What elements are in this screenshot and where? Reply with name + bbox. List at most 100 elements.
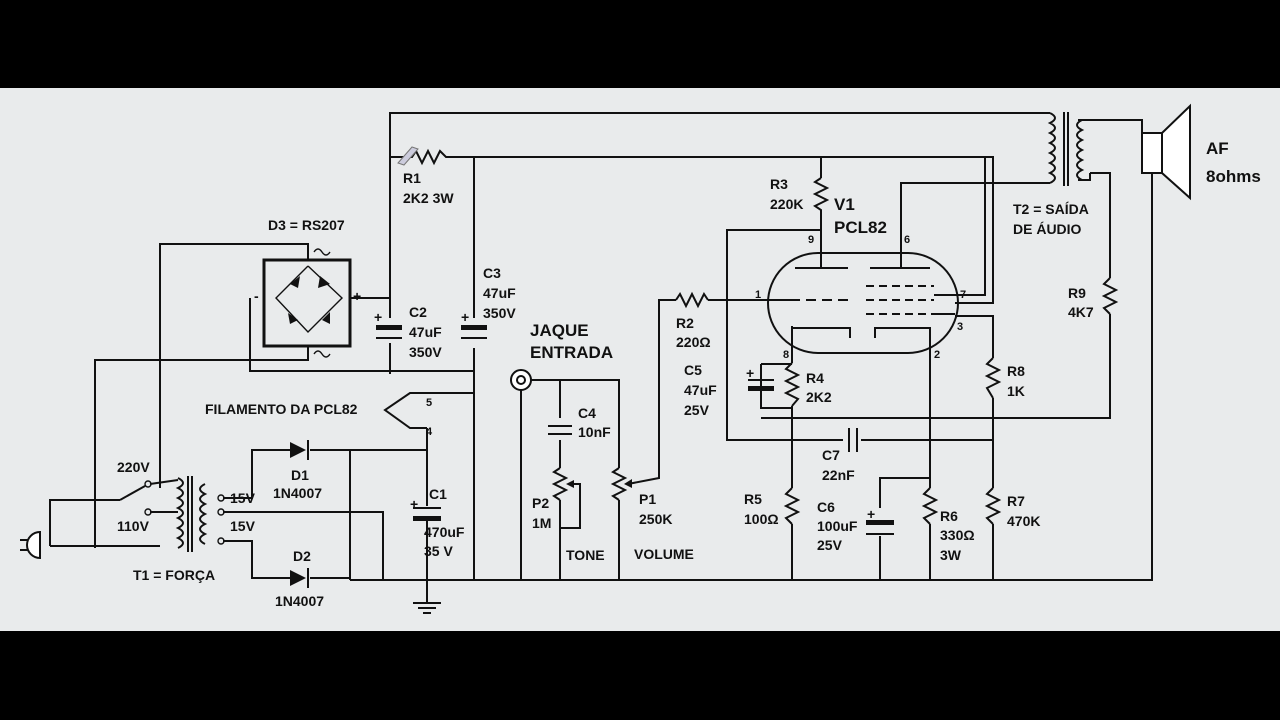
speaker-icon <box>1141 103 1191 201</box>
capacitor-c6 <box>866 520 894 535</box>
resistor-r9 <box>1101 277 1119 315</box>
wires <box>49 112 1153 603</box>
r9-label: R9 <box>1068 285 1086 301</box>
c2-label: C2 <box>409 304 427 320</box>
r3-label: R3 <box>770 176 788 192</box>
r3-value: 220K <box>770 196 803 212</box>
c3-plus: + <box>461 309 469 325</box>
resistor-r1 <box>390 146 450 166</box>
af-label: AF <box>1206 139 1229 158</box>
resistor-r7 <box>984 487 1002 525</box>
c7-value: 22nF <box>822 467 855 483</box>
c2-plus: + <box>374 309 382 325</box>
diode-d2 <box>290 568 309 588</box>
v1-type: PCL82 <box>834 218 887 237</box>
d2-label: D2 <box>293 548 311 564</box>
d3-label: D3 = RS207 <box>268 217 345 233</box>
jack-label-1: JAQUE <box>530 321 589 340</box>
potentiometer-p1 <box>610 467 632 501</box>
220v-label: 220V <box>117 459 150 475</box>
c3-rating: 350V <box>483 305 516 321</box>
af-impedance: 8ohms <box>1206 167 1261 186</box>
15v-label-a: 15V <box>230 490 256 506</box>
c5-rating: 25V <box>684 402 710 418</box>
capacitor-c2 <box>376 325 402 339</box>
c6-label: C6 <box>817 499 835 515</box>
c4-value: 10nF <box>578 424 611 440</box>
r7-label: R7 <box>1007 493 1025 509</box>
p2-label: P2 <box>532 495 549 511</box>
c6-rating: 25V <box>817 537 843 553</box>
tone-label: TONE <box>566 547 605 563</box>
c1-plus: + <box>410 496 418 512</box>
110v-label: 110V <box>117 518 150 534</box>
p1-label: P1 <box>639 491 656 507</box>
pin-1: 1 <box>755 289 761 301</box>
r6-value: 330Ω <box>940 527 975 543</box>
r5-label: R5 <box>744 491 762 507</box>
jack-label-2: ENTRADA <box>530 343 613 362</box>
c2-rating: 350V <box>409 344 442 360</box>
resistor-r4 <box>783 362 801 407</box>
c5-label: C5 <box>684 362 702 378</box>
filament-label: FILAMENTO DA PCL82 <box>205 401 358 417</box>
c1-label: C1 <box>429 486 447 502</box>
labels: R1 2K2 3W D3 = RS207 + - + + C2 47uF 350… <box>117 139 1261 609</box>
capacitor-c5 <box>748 379 774 391</box>
r9-value: 4K7 <box>1068 304 1094 320</box>
pin-8: 8 <box>783 349 789 361</box>
vacuum-tube-v1 <box>767 230 959 354</box>
resistor-r6 <box>921 487 939 525</box>
d1-value: 1N4007 <box>273 485 322 501</box>
capacitor-c4 <box>548 425 572 435</box>
t1-label: T1 = FORÇA <box>133 567 215 583</box>
c4-label: C4 <box>578 405 596 421</box>
p2-value: 1M <box>532 515 551 531</box>
t2-label-1: T2 = SAÍDA <box>1013 201 1089 217</box>
r8-value: 1K <box>1007 383 1025 399</box>
resistor-r2 <box>675 291 709 309</box>
bridge-rectifier-d3 <box>262 248 352 358</box>
c1-rating: 35 V <box>424 543 453 559</box>
power-plug-icon <box>20 530 41 560</box>
c3-value: 47uF <box>483 285 516 301</box>
pin-3: 3 <box>957 321 963 333</box>
schematic-diagram: R1 2K2 3W D3 = RS207 + - + + C2 47uF 350… <box>20 103 1261 614</box>
c1-value: 470uF <box>424 524 465 540</box>
volume-label: VOLUME <box>634 546 694 562</box>
resistor-r3 <box>812 177 830 230</box>
r1-label: R1 <box>403 170 421 186</box>
capacitor-c1 <box>413 507 441 521</box>
c7-label: C7 <box>822 447 840 463</box>
resistor-r8 <box>984 357 1002 399</box>
pin-4: 4 <box>426 426 433 438</box>
r4-value: 2K2 <box>806 389 832 405</box>
r8-label: R8 <box>1007 363 1025 379</box>
p1-value: 250K <box>639 511 672 527</box>
diode-d1 <box>290 440 309 460</box>
pin-2: 2 <box>934 349 940 361</box>
c6-value: 100uF <box>817 518 858 534</box>
bridge-minus: - <box>254 288 259 304</box>
resistor-r5 <box>783 487 801 525</box>
c5-plus: + <box>746 365 754 381</box>
t2-label-2: DE ÁUDIO <box>1013 221 1082 237</box>
r6-rating: 3W <box>940 547 962 563</box>
d2-value: 1N4007 <box>275 593 324 609</box>
pin-5: 5 <box>426 397 432 409</box>
r2-label: R2 <box>676 315 694 331</box>
r2-value: 220Ω <box>676 334 711 350</box>
pin-6: 6 <box>904 234 910 246</box>
bridge-plus: + <box>353 288 361 304</box>
r6-label: R6 <box>940 508 958 524</box>
capacitor-c3 <box>461 325 487 339</box>
ground-icon <box>413 602 441 614</box>
r1-value: 2K2 3W <box>403 190 454 206</box>
r4-label: R4 <box>806 370 824 386</box>
c5-value: 47uF <box>684 382 717 398</box>
v1-label: V1 <box>834 195 855 214</box>
input-jack <box>510 369 532 391</box>
c6-plus: + <box>867 506 875 522</box>
capacitor-c7 <box>848 428 858 452</box>
power-transformer-t1 <box>119 476 225 552</box>
